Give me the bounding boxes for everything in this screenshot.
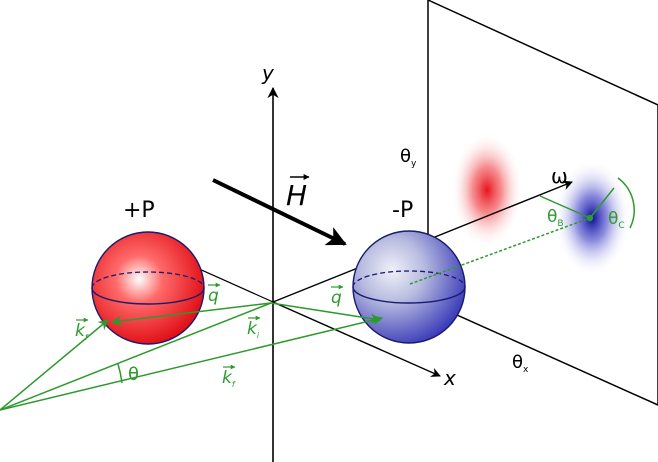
- q-left-label: q: [208, 286, 219, 306]
- field-arrow: [212, 178, 347, 246]
- x-axis: [272, 301, 441, 377]
- negative-sphere-label: -P: [392, 198, 413, 223]
- y-axis-label: y: [261, 61, 275, 85]
- positive-sphere-label: +P: [123, 198, 155, 223]
- k-i-label: ki: [247, 319, 260, 340]
- theta-c-line: [589, 187, 615, 219]
- theta-arc: [117, 363, 123, 384]
- theta-b-label: θB: [547, 207, 564, 229]
- theta-angle-label: θ: [128, 364, 139, 385]
- theta-x-label: θx: [512, 352, 529, 375]
- wave-vectors: [0, 177, 635, 411]
- q-right-label: q: [331, 288, 342, 308]
- scatter-point: [586, 214, 594, 222]
- theta-c-label: θC: [608, 209, 625, 231]
- field-label: H: [286, 179, 307, 212]
- q-vector-right: [270, 302, 382, 324]
- k-r-label: kf: [222, 368, 236, 389]
- k-f-vector-left: [0, 319, 109, 411]
- detector-plane: [427, 0, 658, 406]
- theta-b-line: [539, 195, 591, 219]
- k-i-vector: [0, 302, 272, 411]
- k-f-vector-right: [0, 315, 384, 411]
- omega-axis-label: ω: [551, 164, 568, 188]
- x-axis-label: x: [443, 366, 456, 390]
- k-f-left-label: kf: [75, 321, 89, 342]
- beam-dotted: [409, 217, 591, 285]
- positive-sphere: [91, 231, 205, 345]
- theta-c-arc: [617, 177, 635, 229]
- theta-y-label: θy: [400, 146, 417, 169]
- red-diffraction-spot: [451, 132, 523, 248]
- negative-sphere: [352, 230, 466, 344]
- q-vector-left: [110, 302, 272, 327]
